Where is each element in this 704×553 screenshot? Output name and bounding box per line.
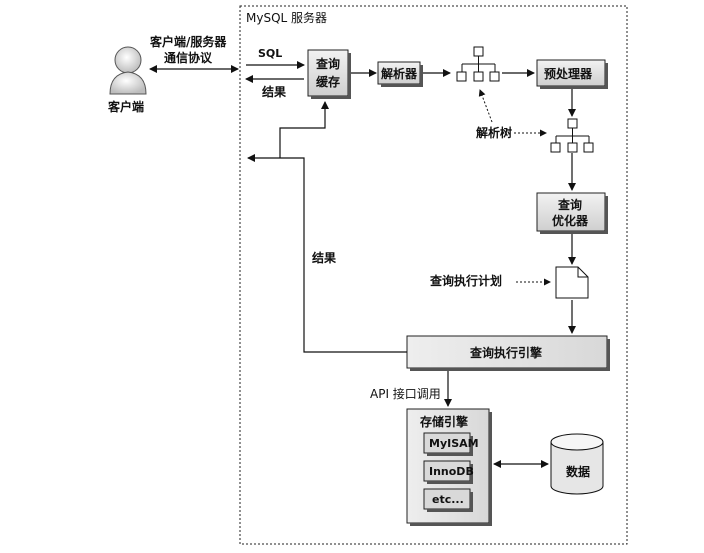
query-cache-box [307, 49, 351, 99]
exec-plan-label: 查询执行计划 [429, 273, 502, 288]
engine-innodb-box [423, 460, 473, 484]
data-label: 数据 [566, 464, 590, 479]
data-cylinder-icon [550, 433, 604, 495]
preprocessor-box [536, 59, 608, 89]
engine-to-cache-path [279, 101, 329, 158]
protocol-label-line1: 客户端/服务器 [149, 34, 227, 49]
client-user-icon [109, 46, 147, 95]
engine-myisam-box [423, 432, 473, 456]
result-label-top: 结果 [262, 84, 286, 99]
client-label: 客户端 [107, 99, 144, 114]
parse-tree-icon-2 [550, 118, 594, 153]
exec-engine-box [406, 335, 610, 371]
engine-myisam-label: MyISAM [429, 437, 479, 450]
optimizer-box [536, 192, 608, 234]
server-title: MySQL 服务器 [246, 10, 327, 25]
preprocessor-label: 预处理器 [544, 66, 593, 81]
server-boundary [239, 5, 628, 545]
protocol-label-line2: 通信协议 [164, 50, 213, 65]
query-cache-line2: 缓存 [316, 74, 340, 89]
result-label-left: 结果 [312, 250, 336, 265]
parse-tree-label: 解析树 [476, 125, 512, 140]
engine-etc-box [423, 488, 473, 512]
storage-engines-title: 存储引擎 [419, 414, 468, 429]
parse-tree-icon [456, 46, 500, 82]
optimizer-line1: 查询 [557, 197, 582, 212]
engine-innodb-label: InnoDB [429, 465, 474, 478]
parser-label: 解析器 [381, 66, 418, 81]
parse-tree-pointer-1 [478, 89, 493, 123]
exec-engine-label: 查询执行引擎 [469, 345, 542, 360]
optimizer-line2: 优化器 [552, 213, 589, 228]
parser-box [377, 61, 423, 87]
sql-label: SQL [258, 47, 282, 60]
plan-document-icon [555, 266, 589, 299]
engine-etc-label: etc... [432, 493, 464, 506]
api-label: API 接口调用 [370, 386, 441, 401]
result-path-line [247, 154, 407, 353]
query-cache-line1: 查询 [315, 56, 340, 71]
